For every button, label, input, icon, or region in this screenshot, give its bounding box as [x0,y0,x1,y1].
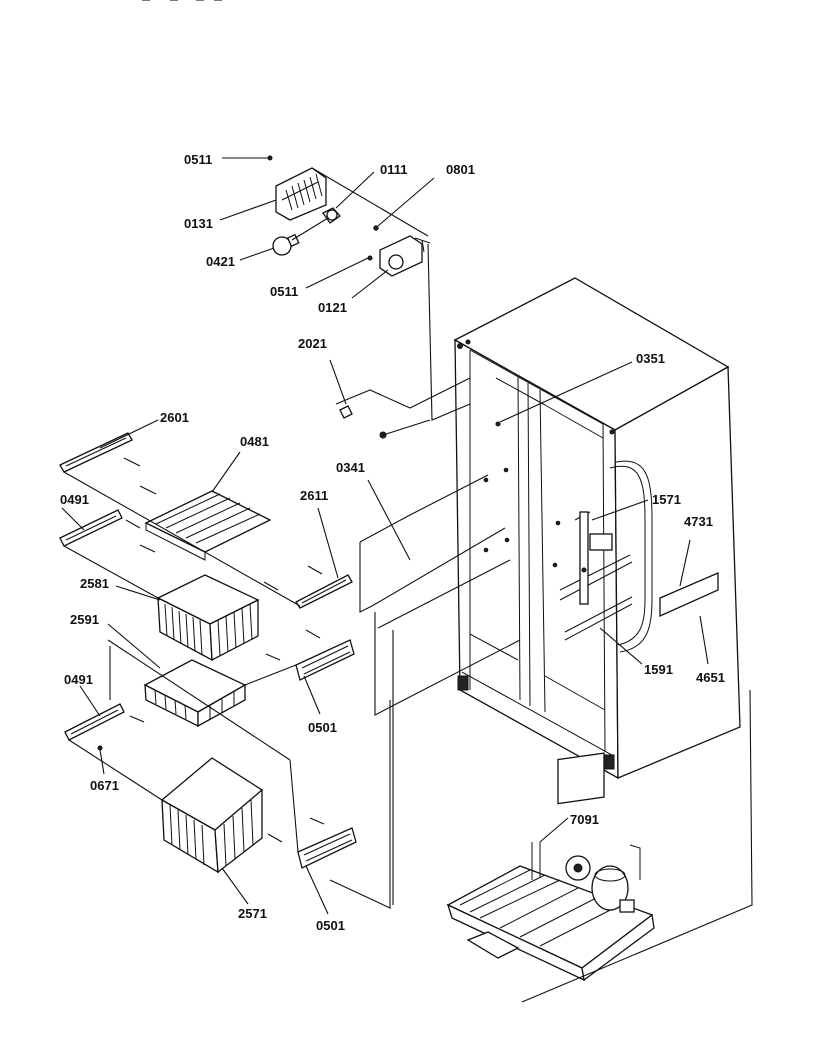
label-4731: 4731 [684,514,713,529]
label-2591: 2591 [70,612,99,627]
label-4651: 4651 [696,670,725,685]
leader-and-routing-lines [63,167,753,1003]
label-2611: 2611 [300,488,328,503]
label-2021: 2021 [298,336,327,351]
label-0491-upper: 0491 [60,492,89,507]
part-labels: 0511 0111 0801 0131 0421 0511 0121 2021 … [60,152,725,933]
light-housing-assembly [267,155,431,439]
label-0421: 0421 [206,254,235,269]
label-0511-lower: 0511 [270,284,298,299]
label-7091: 7091 [570,812,599,827]
label-0501-upper: 0501 [308,720,337,735]
label-leaders [61,157,709,915]
label-0111: 0111 [380,162,408,177]
panel-4651 [659,572,719,618]
label-0351: 0351 [636,351,665,366]
label-2601: 2601 [160,410,189,425]
label-2581: 2581 [80,576,109,591]
label-0121: 0121 [318,300,347,315]
label-0131: 0131 [184,216,213,231]
label-0481: 0481 [240,434,269,449]
label-0501-lower: 0501 [316,918,345,933]
label-0511-top: 0511 [184,152,212,167]
label-0491-lower: 0491 [64,672,93,687]
label-1571: 1571 [652,492,681,507]
refrigerator-cabinet [453,277,741,780]
compressor-assembly [446,752,655,982]
label-0801: 0801 [446,162,475,177]
label-1591: 1591 [644,662,673,677]
label-0671: 0671 [90,778,119,793]
label-0341: 0341 [336,460,365,475]
label-2571: 2571 [238,906,267,921]
